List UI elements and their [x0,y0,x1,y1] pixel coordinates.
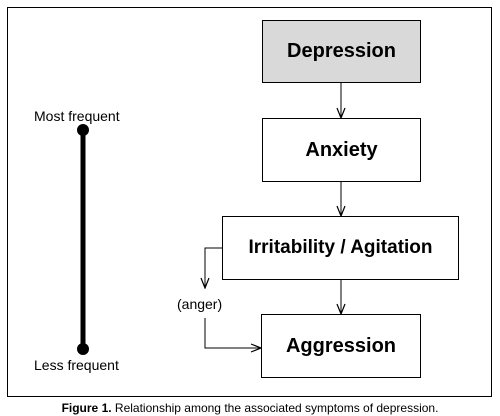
anxiety-box: Anxiety [262,118,421,182]
figure-number: Figure 1. [61,401,112,415]
caption-text: Relationship among the associated sympto… [111,401,439,415]
irritability-label: Irritability / Agitation [248,237,433,258]
scale-top-dot [77,124,89,136]
arrow-anger-to-aggression [204,318,261,348]
scale-bottom-label: Less frequent [34,357,119,373]
irritability-box: Irritability / Agitation [222,216,459,280]
anger-label: (anger) [177,296,223,312]
aggression-label: Aggression [285,334,397,357]
figure-caption: Figure 1. Relationship among the associa… [0,401,500,415]
arrow-irritability-to-anger [205,247,222,288]
scale-top-label: Most frequent [34,108,120,124]
aggression-box: Aggression [261,314,421,378]
figure-frame [7,7,492,397]
scale-bottom-dot [77,343,89,355]
depression-label: Depression [287,40,396,62]
depression-box: Depression [262,20,421,83]
anxiety-label: Anxiety [305,138,378,161]
